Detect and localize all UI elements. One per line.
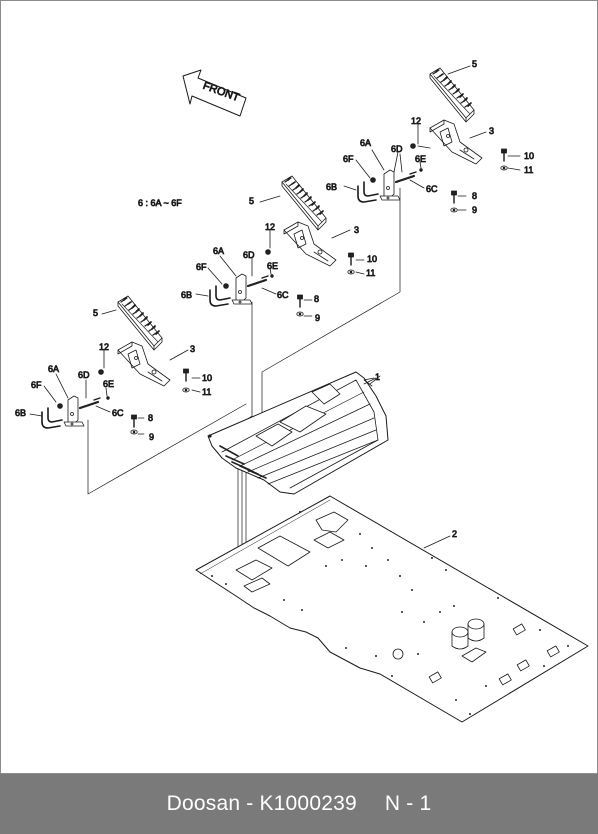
floor-plate xyxy=(195,495,589,723)
footer-page-code: N - 1 xyxy=(384,792,432,815)
part-callout-label: 6D xyxy=(391,144,403,154)
part-callout-label: 3 xyxy=(354,225,359,235)
callout-1: 1 xyxy=(375,372,380,382)
part-callout-label: 11 xyxy=(524,165,533,175)
pedal-assembly-middle: 5 12 3 6A 6D 6F 6E 6B 6C 10 11 8 9 xyxy=(181,175,377,323)
part-callout-label: 6A xyxy=(213,246,224,256)
part-callout-label: 8 xyxy=(148,413,153,423)
part-callout-label: 6C xyxy=(277,290,289,300)
pedal-assembly-right: 5 12 3 6A 6D 6F 6E 6B 6C 10 11 8 9 xyxy=(326,59,535,216)
part-callout-label: 6C xyxy=(426,184,438,194)
part-callout-label: 6D xyxy=(243,250,255,260)
part-callout-label: 6B xyxy=(181,290,192,300)
floor-cover xyxy=(207,371,389,495)
part-callout-label: 6F xyxy=(196,262,207,272)
part-callout-label: 12 xyxy=(265,222,275,232)
part-callout-label: 3 xyxy=(190,344,195,354)
part-callout-label: 9 xyxy=(149,432,154,442)
part-callout-label: 3 xyxy=(489,126,494,136)
part-callout-label: 5 xyxy=(93,308,98,318)
part-callout-label: 6B xyxy=(326,182,337,192)
part-callout-label: 5 xyxy=(472,59,477,69)
footer-brand-part: Doosan - K1000239 xyxy=(166,792,357,815)
part-callout-label: 10 xyxy=(524,151,534,161)
part-callout-label: 6C xyxy=(112,408,124,418)
part-callout-label: 6F xyxy=(31,380,42,390)
callout-2: 2 xyxy=(452,529,457,539)
kit-note: 6 : 6A ~ 6F xyxy=(138,198,182,208)
part-callout-label: 6E xyxy=(415,154,426,164)
part-callout-label: 8 xyxy=(472,191,477,201)
part-callout-label: 11 xyxy=(366,268,375,278)
front-arrow: FRONT xyxy=(182,69,247,117)
part-callout-label: 12 xyxy=(411,116,421,126)
part-callout-label: 6A xyxy=(48,364,59,374)
part-callout-label: 11 xyxy=(202,387,211,397)
part-callout-label: 6A xyxy=(360,138,371,148)
part-callout-label: 9 xyxy=(315,313,320,323)
part-callout-label: 6B xyxy=(15,408,26,418)
part-callout-label: 6E xyxy=(103,379,114,389)
part-callout-label: 10 xyxy=(367,254,377,264)
exploded-parts-diagram: FRONT 6 : 6A ~ 6F 5 12 3 6A 6D 6F 6E 6B xyxy=(15,59,589,723)
part-callout-label: 6E xyxy=(267,261,278,271)
part-callout-label: 9 xyxy=(472,205,477,215)
part-callout-label: 5 xyxy=(249,196,254,206)
part-callout-label: 8 xyxy=(314,294,319,304)
footer-bar: Doosan - K1000239 N - 1 xyxy=(0,774,598,834)
pedal-assembly-left: 5 12 3 6A 6D 6F 6E 6B 6C 10 11 8 9 xyxy=(15,295,212,442)
part-callout-label: 12 xyxy=(99,342,109,352)
part-callout-label: 6F xyxy=(343,154,354,164)
part-callout-label: 6D xyxy=(78,370,90,380)
part-callout-label: 10 xyxy=(202,373,212,383)
